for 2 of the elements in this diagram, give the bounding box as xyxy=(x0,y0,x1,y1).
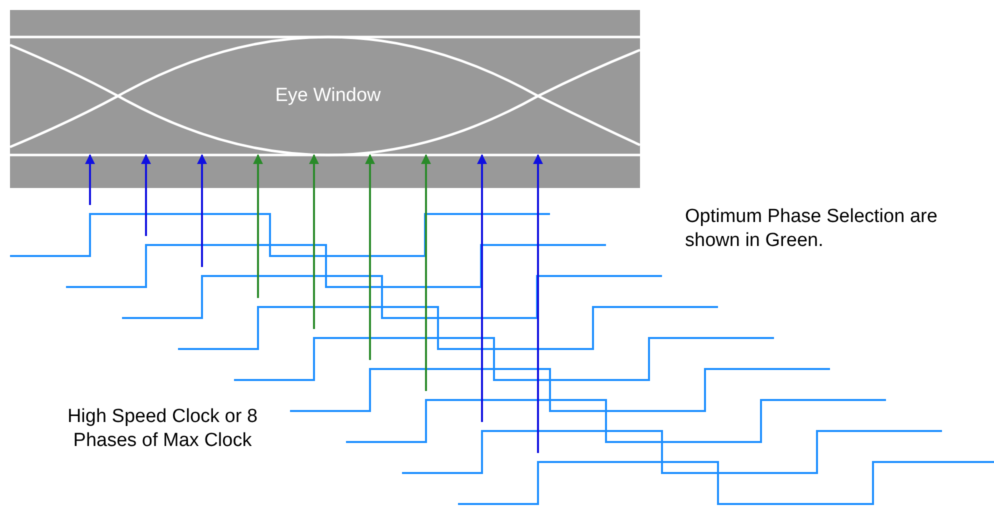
note-text: High Speed Clock or 8 Phases of Max Clock xyxy=(66,405,259,453)
note-text: Optimum Phase Selection are shown in Green. xyxy=(685,205,938,253)
